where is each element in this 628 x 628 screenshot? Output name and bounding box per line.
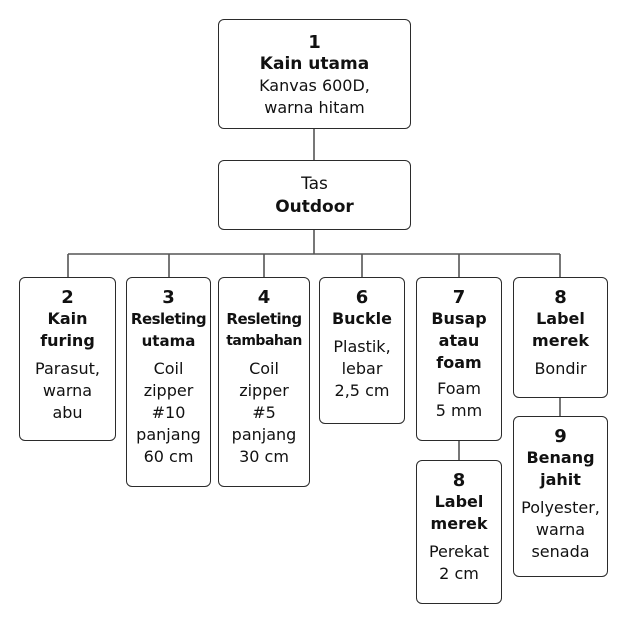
- node-title-line: foam: [436, 353, 482, 372]
- node-title-line: utama: [141, 332, 196, 350]
- node-desc-line: Plastik,: [333, 337, 391, 356]
- node-desc-line: Bondir: [534, 359, 587, 378]
- node-desc-line: #5: [252, 403, 276, 422]
- node-desc-line: abu: [52, 403, 83, 422]
- node-desc-line: panjang: [231, 425, 297, 444]
- node-desc-line: 5 mm: [435, 401, 483, 420]
- node-desc-line: zipper: [239, 381, 289, 400]
- node-desc-line: panjang: [136, 425, 201, 444]
- node-title-line: jahit: [540, 470, 581, 489]
- node-number: 6: [355, 287, 369, 308]
- node-desc-line: Kanvas 600D,: [259, 76, 370, 95]
- node-desc-line: warna: [535, 520, 586, 539]
- node-title-line: Busap: [431, 309, 487, 328]
- node-number: 3: [162, 287, 175, 308]
- center-line-2: Outdoor: [275, 197, 354, 217]
- node-number: 1: [308, 32, 321, 53]
- node-3-resleting-utama: 3 Resleting utama Coil zipper #10 panjan…: [126, 277, 211, 487]
- node-desc-line: Foam: [437, 379, 481, 398]
- node-title-line: Label: [536, 309, 585, 328]
- node-title-line: Label: [434, 492, 484, 511]
- node-desc-line: warna: [42, 381, 93, 400]
- node-number: 4: [257, 287, 271, 308]
- node-title-line: Resleting: [226, 310, 302, 328]
- node-title-line: Buckle: [331, 309, 393, 328]
- node-title-line: furing: [40, 331, 95, 350]
- node-number: 8: [452, 470, 466, 491]
- node-desc-line: lebar: [341, 359, 383, 378]
- node-8-label-merek-perekat: 8 Label merek Perekat 2 cm: [416, 460, 502, 604]
- node-number: 9: [554, 426, 567, 447]
- node-desc-line: 30 cm: [239, 447, 289, 466]
- node-9-benang-jahit: 9 Benang jahit Polyester, warna senada: [513, 416, 608, 577]
- node-title-line: Benang: [526, 448, 595, 467]
- node-4-resleting-tambahan: 4 Resleting tambahan Coil zipper #5 panj…: [218, 277, 310, 487]
- node-title-line: merek: [430, 514, 488, 533]
- node-center-tas-outdoor: Tas Outdoor: [218, 160, 411, 230]
- node-2-kain-furing: 2 Kain furing Parasut, warna abu: [19, 277, 116, 441]
- node-title-line: Kain: [47, 309, 88, 328]
- node-6-buckle: 6 Buckle Plastik, lebar 2,5 cm: [319, 277, 405, 424]
- node-desc-line: #10: [151, 403, 186, 422]
- node-desc-line: Parasut,: [35, 359, 100, 378]
- node-7-busap-atau-foam: 7 Busap atau foam Foam 5 mm: [416, 277, 502, 441]
- node-desc-line: 2,5 cm: [334, 381, 390, 400]
- node-desc-line: Perekat: [428, 542, 490, 561]
- node-desc-line: Coil: [249, 359, 279, 378]
- node-title-line: merek: [532, 331, 589, 350]
- node-number: 2: [61, 287, 74, 308]
- node-desc-line: 60 cm: [143, 447, 194, 466]
- node-title-line: tambahan: [226, 333, 302, 349]
- node-desc-line: Coil: [153, 359, 184, 378]
- node-1-kain-utama: 1 Kain utama Kanvas 600D, warna hitam: [218, 19, 411, 129]
- center-line-1: Tas: [301, 174, 328, 194]
- node-number: 7: [452, 287, 466, 308]
- node-title: Kain utama: [259, 54, 370, 74]
- node-desc-line: warna hitam: [264, 98, 365, 117]
- node-8-label-merek: 8 Label merek Bondir: [513, 277, 608, 398]
- node-desc-line: zipper: [143, 381, 194, 400]
- node-desc-line: 2 cm: [439, 564, 479, 583]
- node-title-line: Resleting: [130, 310, 207, 328]
- node-desc-line: Polyester,: [521, 498, 600, 517]
- node-number: 8: [554, 287, 567, 308]
- node-title-line: atau: [438, 331, 480, 350]
- node-desc-line: senada: [531, 542, 590, 561]
